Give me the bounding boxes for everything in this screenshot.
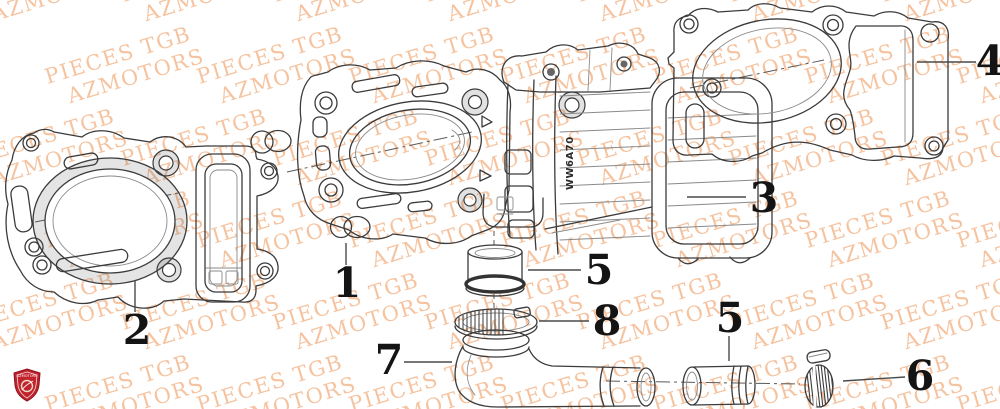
head-gasket <box>5 128 279 309</box>
cylinder: WW6A70 <box>296 42 773 265</box>
centerline-axis <box>34 59 825 385</box>
connector-tube <box>682 365 756 406</box>
dowel-pin-rings <box>250 129 292 154</box>
cooling-fins <box>559 91 651 241</box>
leader-line-6 <box>842 376 906 382</box>
cylinder-marking: WW6A70 <box>565 136 576 190</box>
clamp-hatch <box>805 365 833 407</box>
azmotors-logo: AZMOTORS <box>13 368 41 402</box>
hose-clamp-ring <box>454 306 538 340</box>
o-ring <box>329 215 371 239</box>
base-gasket <box>667 3 950 163</box>
leader-lines <box>134 61 976 382</box>
screw-clamp <box>804 349 834 408</box>
logo-text: AZMOTORS <box>17 374 38 378</box>
intake-elbow <box>454 329 656 408</box>
intake-spacer <box>464 244 526 297</box>
